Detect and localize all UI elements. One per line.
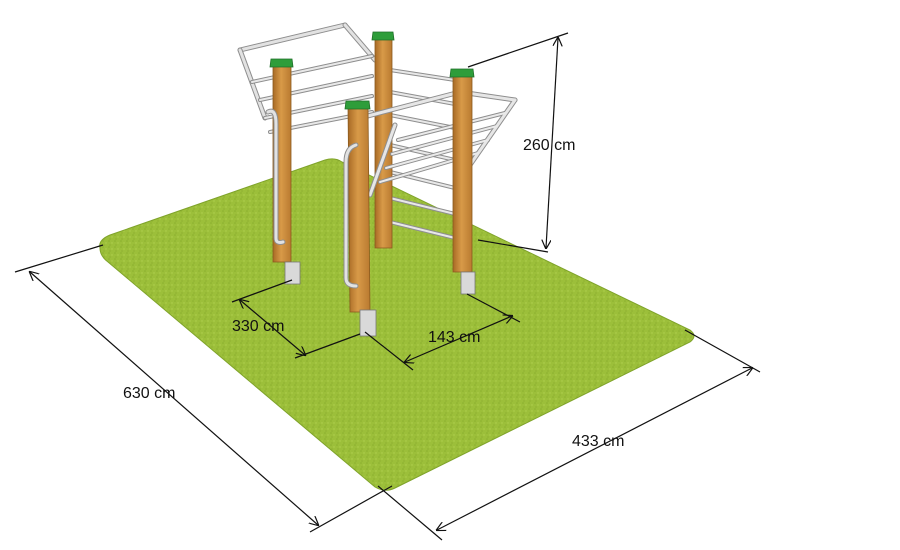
height-label: 260 cm	[523, 137, 575, 154]
bay-width-dimension: 143 cm	[364, 293, 521, 371]
height-dimension: 260 cm	[467, 32, 575, 253]
bay-width-label: 143 cm	[428, 329, 480, 346]
safety-width-label: 433 cm	[572, 433, 624, 450]
post-front	[343, 100, 377, 337]
bay-depth-label: 330 cm	[232, 318, 284, 335]
post-back-right	[449, 68, 476, 295]
safety-length-dimension: 630 cm	[14, 244, 393, 533]
safety-width-dimension: 433 cm	[377, 329, 761, 541]
safety-length-label: 630 cm	[123, 385, 175, 402]
